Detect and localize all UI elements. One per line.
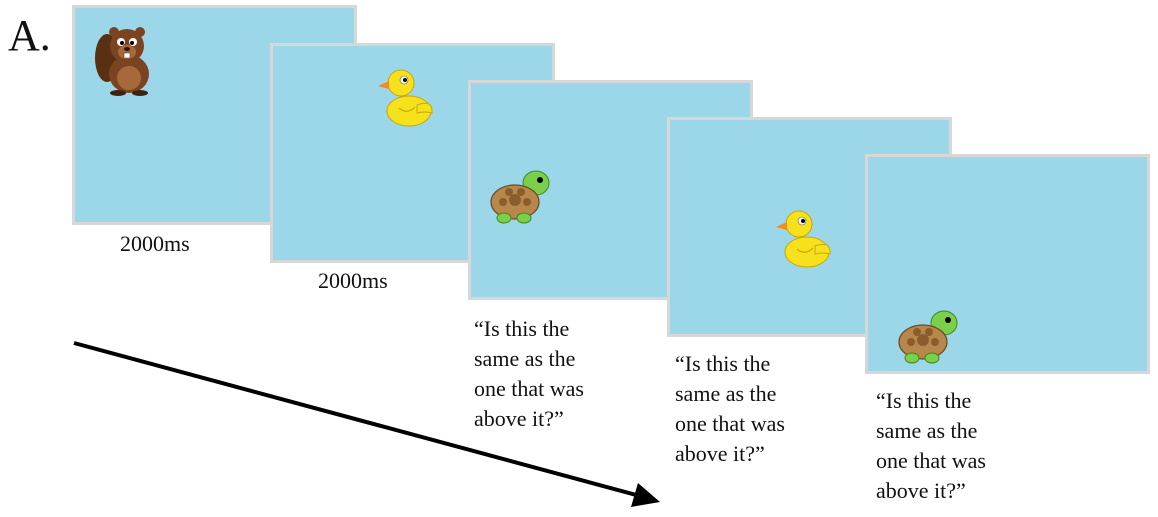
duck-icon [776,210,831,268]
prompt-line: one that was [474,376,584,401]
same-question-prompt-4: “Is this the same as the one that was ab… [675,349,845,469]
prompt-line: “Is this the [675,351,771,376]
duration-caption-2: 2000ms [318,268,388,293]
panel-label: A. [8,11,51,60]
duck-icon [378,69,433,127]
prompt-line: above it?” [474,406,564,431]
prompt-line: “Is this the [876,388,972,413]
beaver-icon [95,27,149,96]
stimulus-screen-5 [865,154,1150,374]
prompt-line: one that was [675,411,785,436]
prompt-line: same as the [876,418,978,443]
prompt-line: “Is this the [474,316,570,341]
prompt-line: one that was [876,448,986,473]
turtle-icon [490,170,550,224]
same-question-prompt-5: “Is this the same as the one that was ab… [876,386,1046,506]
prompt-line: above it?” [675,441,765,466]
prompt-line: above it?” [876,478,966,503]
prompt-line: same as the [675,381,777,406]
duration-caption-1: 2000ms [120,231,190,256]
prompt-line: same as the [474,346,576,371]
turtle-icon [898,310,958,364]
same-question-prompt-3: “Is this the same as the one that was ab… [474,314,644,434]
